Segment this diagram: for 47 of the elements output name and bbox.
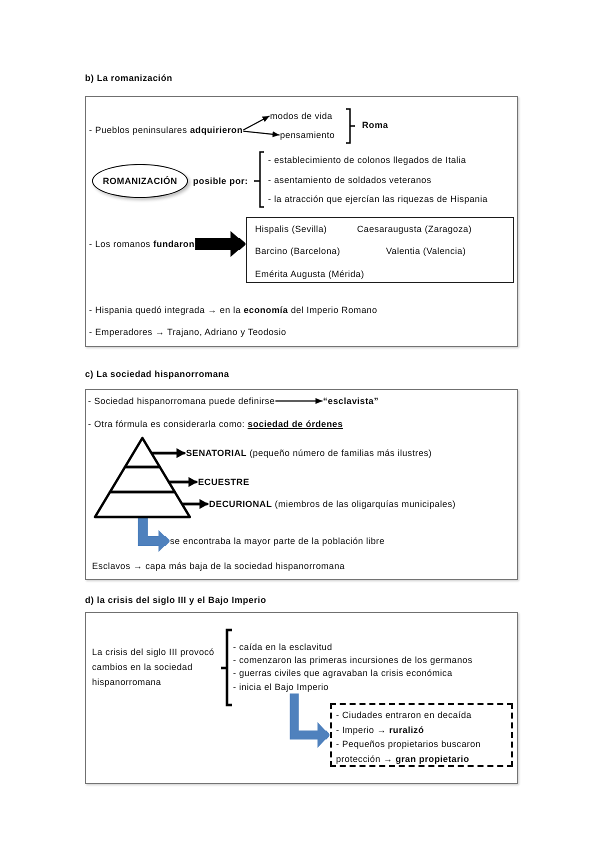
- dashed-box: [330, 703, 513, 767]
- block-arrow: [195, 231, 246, 257]
- concept-ellipse: ROMANIZACIÓN: [92, 164, 188, 198]
- section-heading: d) la crisis del siglo III y el Bajo Imperio: [85, 594, 266, 606]
- city-name: Valentia (Valencia): [386, 245, 466, 257]
- bullet-text: - Pequeños propietarios buscaron protección → gran propietario: [336, 738, 482, 766]
- arrow: [168, 477, 198, 487]
- bullet-text: - Emperadores → Trajano, Adriano y Teodosio: [89, 326, 286, 338]
- city-name: Barcino (Barcelona): [255, 245, 340, 257]
- bullet-text: - inicia el Bajo Imperio: [233, 681, 329, 693]
- bullet-text: - Sociedad hispanorromana puede definirse: [88, 395, 275, 407]
- arrow: [243, 130, 280, 138]
- branch-text: modos de vida: [270, 110, 332, 122]
- term-text: “esclavista”: [323, 395, 379, 407]
- bullet-text: - la atracción que ejercían las riquezas de Hispania: [268, 193, 488, 205]
- label-text: Roma: [362, 119, 388, 131]
- bullet-text: - establecimiento de colonos llegados de Italia: [268, 154, 466, 166]
- note-text: Esclavos → capa más baja de la sociedad hispanorromana: [92, 560, 345, 572]
- bullet-text: - Los romanos fundaron: [89, 238, 195, 250]
- order-text: ECUESTRE: [198, 476, 250, 488]
- note-text: se encontraba la mayor parte de la población libre: [170, 535, 385, 547]
- city-name: Hispalis (Sevilla): [255, 223, 327, 235]
- section-heading: b) La romanización: [85, 72, 172, 84]
- label-text: posible por:: [193, 175, 248, 187]
- city-name: Emérita Augusta (Mérida): [255, 268, 364, 280]
- bullet-text: - Ciudades entraron en decaída: [336, 709, 473, 722]
- bullet-text: - Pueblos peninsulares adquirieron: [89, 124, 243, 136]
- order-text: SENATORIAL (pequeño número de familias más ilustres): [186, 447, 432, 459]
- city-name: Caesaraugusta (Zaragoza): [357, 223, 472, 235]
- bullet-text: - asentamiento de soldados veteranos: [268, 174, 432, 186]
- arrow: [275, 398, 322, 404]
- bullet-text: - Imperio → ruralizó: [336, 724, 426, 737]
- city-list-box: [246, 217, 514, 283]
- arrow: [182, 499, 208, 509]
- bullet-text: - comenzaron las primeras incursiones de los germanos: [233, 654, 472, 666]
- bullet-text: - guerras civiles que agravaban la crisis económica: [233, 667, 452, 679]
- order-text: DECURIONAL (miembros de las oligarquías municipales): [209, 498, 456, 510]
- note-text: La crisis del siglo III provocó cambios en la sociedad hispanorromana: [92, 646, 216, 689]
- branch-text: pensamiento: [280, 129, 335, 141]
- arrow: [151, 448, 186, 458]
- bullet-text: - Hispania quedó integrada → en la economía del Imperio Romano: [89, 304, 378, 316]
- bullet-text: - Otra fórmula es considerarla como: sociedad de órdenes: [88, 418, 343, 430]
- bent-arrow: [290, 694, 330, 748]
- bent-arrow: [138, 518, 170, 552]
- section-heading: c) La sociedad hispanorromana: [85, 368, 230, 380]
- bullet-text: - caída en la esclavitud: [233, 641, 332, 653]
- arrow: [243, 115, 270, 131]
